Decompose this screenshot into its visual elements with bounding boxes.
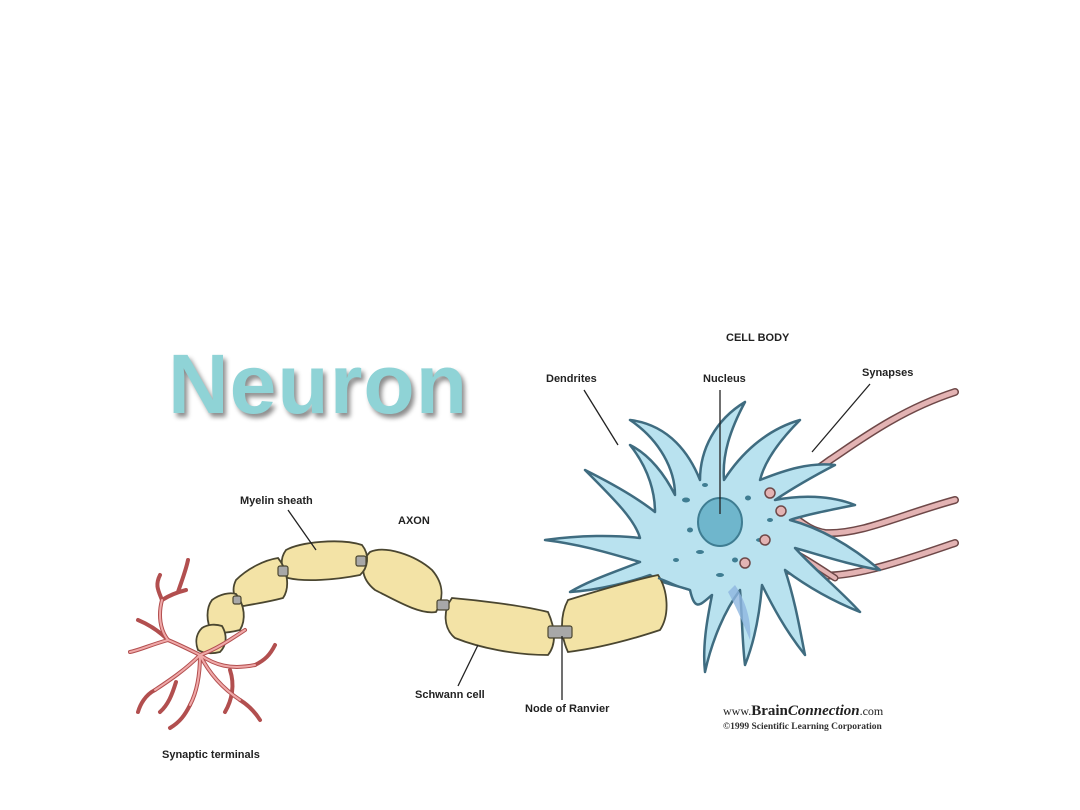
node-of-ranvier <box>547 625 573 639</box>
credit-copyright: ©1999 Scientific Learning Corporation <box>723 722 882 732</box>
label-node-of-ranvier: Node of Ranvier <box>525 703 610 715</box>
credit-brand-italic: Connection <box>787 703 860 719</box>
label-myelin-sheath: Myelin sheath <box>240 495 313 507</box>
label-cell-body: CELL BODY <box>726 332 790 344</box>
label-synapses: Synapses <box>862 367 914 379</box>
label-synaptic-terminals: Synaptic terminals <box>162 749 260 761</box>
credit-site: www.BrainConnection.com <box>723 703 883 720</box>
leader-dendrites <box>583 389 619 446</box>
label-schwann-cell: Schwann cell <box>415 689 485 701</box>
credit-brand-bold: Brain <box>751 703 788 719</box>
axon <box>195 540 668 656</box>
leader-schwann-cell <box>457 644 479 687</box>
synapse-knobs <box>739 487 787 569</box>
credit-suffix: .com <box>859 704 884 718</box>
leader-synapses <box>811 383 871 453</box>
axon-hillock <box>657 577 691 591</box>
myelin-segment <box>444 597 555 656</box>
myelin-segment <box>362 548 443 614</box>
cell-body <box>543 400 882 674</box>
myelin-segment <box>280 540 368 582</box>
node-of-ranvier <box>277 565 289 577</box>
synaptic-terminals-fill <box>129 599 256 706</box>
node-of-ranvier <box>436 599 450 611</box>
organelles <box>673 483 773 577</box>
nodes-of-ranvier <box>232 555 573 639</box>
slide-title: Neuron <box>168 337 468 431</box>
label-dendrites: Dendrites <box>546 373 597 385</box>
cell-body-shading <box>728 585 751 640</box>
node-of-ranvier <box>355 555 367 567</box>
leader-lines <box>287 383 871 700</box>
myelin-segment <box>561 573 668 653</box>
leader-myelin-sheath <box>287 509 317 551</box>
node-of-ranvier <box>232 595 242 605</box>
label-nucleus: Nucleus <box>703 373 746 385</box>
label-axon: AXON <box>398 515 430 527</box>
credit-prefix: www. <box>723 704 752 718</box>
